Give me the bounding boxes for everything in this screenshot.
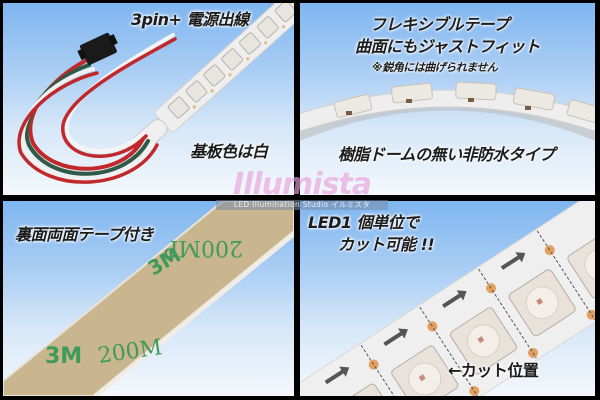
tape-print-upside: 200MP xyxy=(163,235,243,260)
led-strip xyxy=(154,3,294,133)
caption-cut-position: ←カット位置 xyxy=(448,361,539,380)
panel-flexible: フレキシブルテープ 曲面にもジャストフィット ※鋭角には曲げられません 樹脂ドー… xyxy=(300,3,595,195)
direction-arrows xyxy=(324,252,526,385)
tape-print-brand: 3M xyxy=(45,344,82,369)
wires xyxy=(17,33,177,184)
curved-led-chips xyxy=(333,81,595,123)
panel-power-wire: 3pin+ 電源出線 基板色は白 xyxy=(3,3,294,195)
caption-cut-per-led: LED1 個単位で xyxy=(308,213,419,232)
caption-fits-curves: 曲面にもジャストフィット xyxy=(355,37,540,56)
adhesive-tape-illustration: 3M 200MP 3M 200M xyxy=(3,201,294,396)
caption-base-color-white: 基板色は白 xyxy=(190,142,268,161)
caption-no-sharp-bends-note: ※鋭角には曲げられません xyxy=(372,61,498,74)
led-chips xyxy=(332,231,595,396)
caption-3pin-power-wire: 3pin+ 電源出線 xyxy=(131,10,249,29)
connector xyxy=(77,32,118,65)
curved-strip-illustration xyxy=(300,81,595,141)
wire-and-strip-illustration xyxy=(17,3,294,184)
caption-non-waterproof: 樹脂ドームの無い非防水タイプ xyxy=(338,145,555,164)
panel-cut-unit: LED1 個単位で カット可能 !! ←カット位置 xyxy=(300,201,595,396)
caption-double-sided-tape: 裏面両面テープ付き xyxy=(15,225,154,244)
caption-flexible-tape: フレキシブルテープ xyxy=(370,15,509,34)
adhesive-tape xyxy=(3,201,294,396)
panel-double-sided-tape: 3M 200MP 3M 200M 裏面両面テープ付き xyxy=(3,201,294,396)
caption-cuttable: カット可能 !! xyxy=(338,235,435,254)
cut-unit-strip-illustration xyxy=(300,201,595,396)
